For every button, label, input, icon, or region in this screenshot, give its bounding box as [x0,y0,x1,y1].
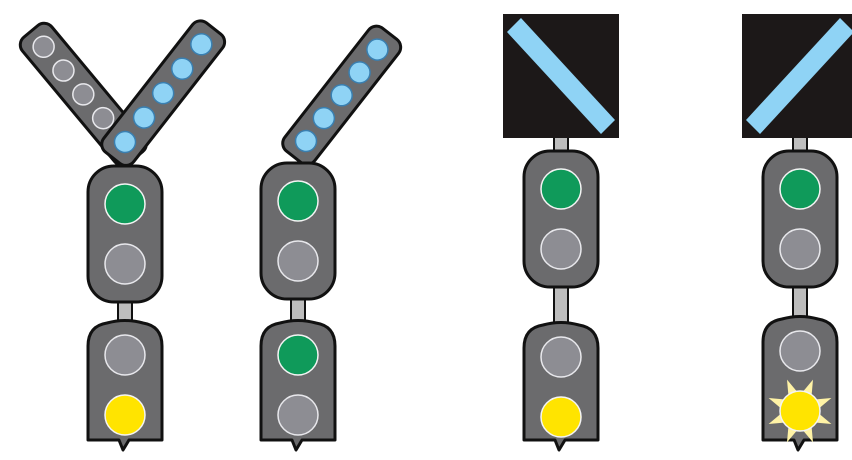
lower-head-bottom-lamp [779,390,821,432]
lower-head-top-lamp [779,330,821,372]
feather-arm-right [281,24,403,166]
lower-head-top-lamp [540,336,582,378]
lower-head-bottom-lamp [540,396,582,438]
feather-lamp [32,35,55,58]
upper-head-bottom-lamp [104,243,146,285]
route-indicator-bar [746,18,852,134]
signal-3 [503,14,619,452]
feather-lamp [91,106,115,130]
feather-lamp [294,129,318,153]
upper-head-top-lamp [540,168,582,210]
lower-head-top-lamp [104,334,146,376]
signal-2 [259,24,403,452]
signal-4 [742,14,852,452]
feather-lamp [132,106,156,129]
feather-lamp [348,61,371,84]
feather-lamp [171,57,194,80]
feather-lamp [113,130,137,154]
feather-lamp [330,84,353,107]
upper-head-top-lamp [104,183,146,225]
upper-head-bottom-lamp [779,228,821,270]
signal-1 [18,19,227,452]
feather-lamp [52,59,75,82]
feather-lamp [312,106,336,130]
upper-head-top-lamp [277,180,319,222]
route-indicator-bar [507,18,615,134]
feather-lamp [72,83,95,106]
upper-head-bottom-lamp [540,228,582,270]
lower-head-top-lamp [277,334,319,376]
feather-lamp [366,38,389,61]
feather-lamp [151,81,175,105]
feather-lamp [190,33,213,56]
lower-head-bottom-lamp [104,394,146,436]
lower-head-bottom-lamp [277,394,319,436]
feather-arm-right [100,19,227,167]
upper-head-bottom-lamp [277,240,319,282]
upper-head-top-lamp [779,168,821,210]
